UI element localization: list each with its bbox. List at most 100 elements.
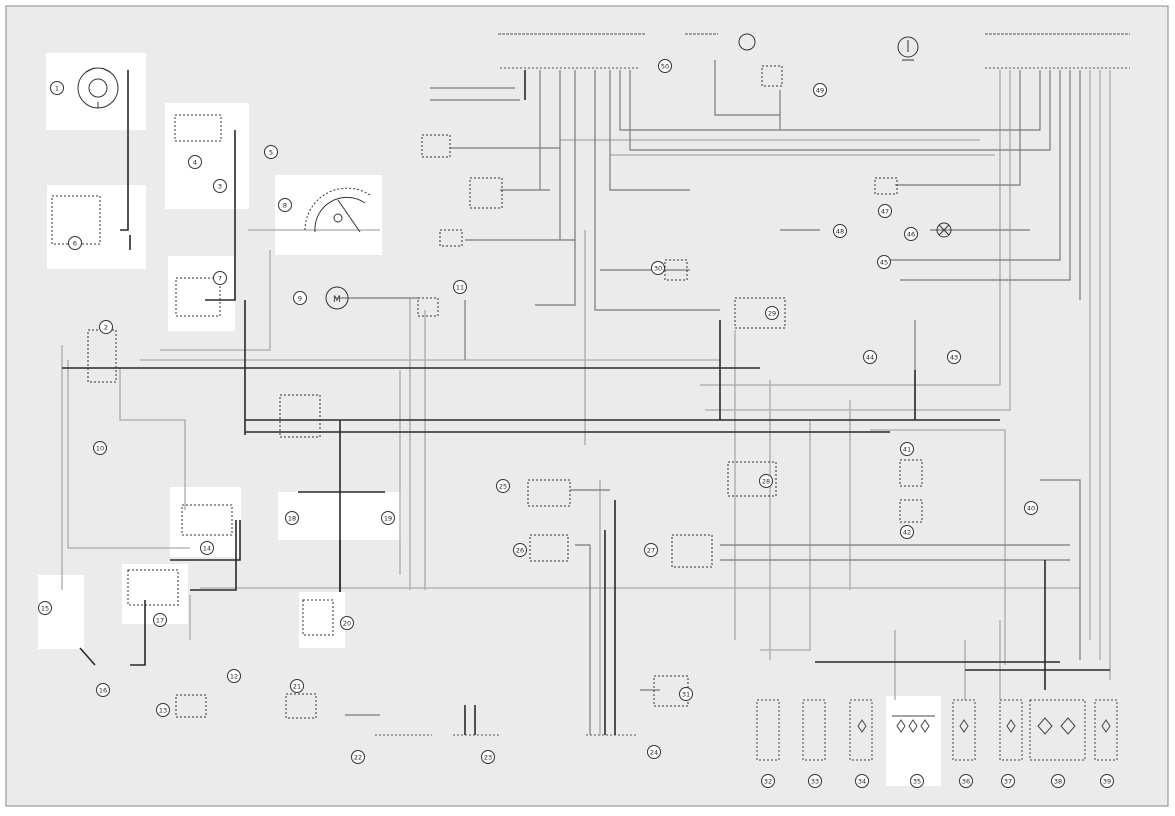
callout-number: 9 bbox=[298, 295, 302, 303]
callout-number: 12 bbox=[230, 673, 238, 681]
callout-circle bbox=[904, 227, 918, 241]
callout-number: 8 bbox=[283, 202, 287, 210]
callout-circle bbox=[99, 320, 113, 334]
callout-circle bbox=[761, 774, 775, 788]
callout-number: 44 bbox=[866, 354, 874, 362]
callout-number: 10 bbox=[96, 445, 104, 453]
callout-number: 49 bbox=[816, 87, 824, 95]
callout-number: 37 bbox=[1004, 778, 1012, 786]
callout-number: 45 bbox=[880, 259, 888, 267]
callout-number: 30 bbox=[654, 265, 662, 273]
fuel-sender-icon bbox=[897, 36, 919, 61]
callout-number: 42 bbox=[903, 529, 911, 537]
callout-number: 40 bbox=[1027, 505, 1035, 513]
callout-circle bbox=[808, 774, 822, 788]
callout-number: 4 bbox=[193, 159, 197, 167]
callout-circle bbox=[877, 255, 891, 269]
callout-circle bbox=[227, 669, 241, 683]
callout-circle bbox=[278, 198, 292, 212]
callout-number: 16 bbox=[99, 687, 107, 695]
callout-number: 27 bbox=[647, 547, 655, 555]
callout-circle bbox=[496, 479, 510, 493]
callout-number: 29 bbox=[768, 310, 776, 318]
callout-circle bbox=[765, 306, 779, 320]
callout-number: 35 bbox=[913, 778, 921, 786]
callout-circle bbox=[658, 59, 672, 73]
callout-number: 22 bbox=[354, 754, 362, 762]
callout-number: 17 bbox=[156, 617, 164, 625]
callout-number: 48 bbox=[836, 228, 844, 236]
callout-circle bbox=[188, 155, 202, 169]
callout-circle bbox=[813, 83, 827, 97]
callout-number: 19 bbox=[384, 515, 392, 523]
callout-circle bbox=[381, 511, 395, 525]
callout-circle bbox=[679, 687, 693, 701]
callout-number: 34 bbox=[858, 778, 866, 786]
motor-icon: M bbox=[325, 286, 349, 310]
callout-circle bbox=[153, 613, 167, 627]
callout-number: 11 bbox=[456, 284, 464, 292]
callout-circle bbox=[863, 350, 877, 364]
callout-number: 2 bbox=[104, 324, 108, 332]
callout-circle bbox=[878, 204, 892, 218]
callout-circle bbox=[959, 774, 973, 788]
callout-number: 14 bbox=[203, 545, 211, 553]
callout-circle bbox=[651, 261, 665, 275]
callout-circle bbox=[93, 441, 107, 455]
wires-mid bbox=[335, 60, 1081, 735]
callout-circle bbox=[351, 750, 365, 764]
callout-number: 28 bbox=[762, 478, 770, 486]
callout-circle bbox=[453, 280, 467, 294]
ignition-switch-icon bbox=[77, 67, 119, 109]
callout-number: 38 bbox=[1054, 778, 1062, 786]
callout-circle bbox=[290, 679, 304, 693]
callout-circle bbox=[96, 683, 110, 697]
callout-number: 46 bbox=[907, 231, 915, 239]
callout-circle bbox=[68, 236, 82, 250]
callout-circle bbox=[1001, 774, 1015, 788]
callout-number: 26 bbox=[516, 547, 524, 555]
callout-circle bbox=[855, 774, 869, 788]
callout-number: 50 bbox=[661, 63, 669, 71]
callout-circle bbox=[293, 291, 307, 305]
callout-circle bbox=[264, 145, 278, 159]
top-connector-strips bbox=[375, 33, 1130, 736]
callout-number: 24 bbox=[650, 749, 658, 757]
callout-number: 13 bbox=[159, 707, 167, 715]
callout-circle bbox=[647, 745, 661, 759]
callout-number: 25 bbox=[499, 483, 507, 491]
callout-circle bbox=[38, 601, 52, 615]
callout-circle bbox=[644, 543, 658, 557]
callout-circle bbox=[1051, 774, 1065, 788]
wires-light bbox=[61, 70, 1111, 735]
callout-circle bbox=[910, 774, 924, 788]
callout-circle bbox=[340, 616, 354, 630]
wires-dark bbox=[62, 70, 1110, 735]
callout-number: 43 bbox=[950, 354, 958, 362]
callout-number: 39 bbox=[1103, 778, 1111, 786]
callout-circle bbox=[513, 543, 527, 557]
callout-number: 47 bbox=[881, 208, 889, 216]
callout-circle bbox=[900, 442, 914, 456]
callout-number: 6 bbox=[73, 240, 77, 248]
callout-number: 21 bbox=[293, 683, 301, 691]
callout-number: 18 bbox=[288, 515, 296, 523]
callout-circle bbox=[759, 474, 773, 488]
svg-text:M: M bbox=[333, 295, 341, 305]
callout-circle bbox=[1100, 774, 1114, 788]
callout-circle bbox=[156, 703, 170, 717]
callout-circle bbox=[947, 350, 961, 364]
callout-number: 3 bbox=[218, 183, 222, 191]
callout-number: 31 bbox=[682, 691, 690, 699]
callout-circle bbox=[213, 179, 227, 193]
callout-circle bbox=[213, 271, 227, 285]
callout-number: 33 bbox=[811, 778, 819, 786]
callout-circle bbox=[200, 541, 214, 555]
callout-circle bbox=[481, 750, 495, 764]
lamp-icon bbox=[936, 222, 952, 238]
callout-number: 36 bbox=[962, 778, 970, 786]
callout-circle bbox=[1024, 501, 1038, 515]
